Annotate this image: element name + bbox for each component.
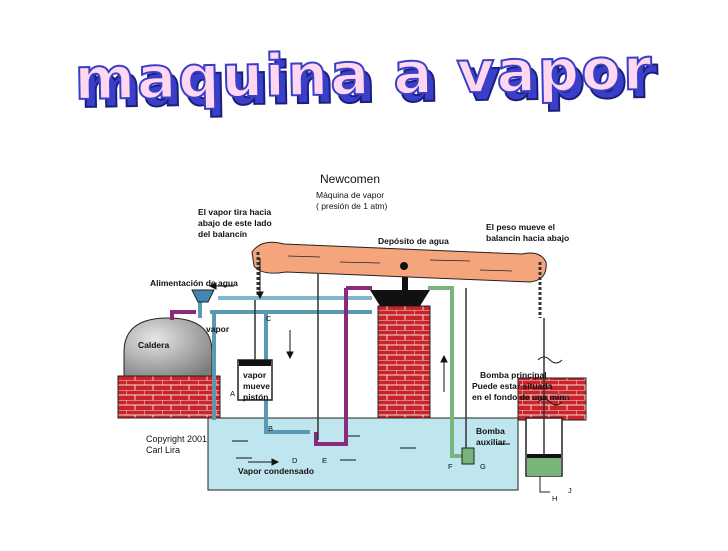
piston-line2: mueve (243, 381, 270, 391)
condensate-pipe (314, 286, 372, 446)
aux-pump-line1: Bomba (476, 426, 505, 436)
letter-c: C (266, 314, 272, 323)
boiler-label: Caldera (138, 340, 170, 350)
subheading-line1: Máquina de vapor (316, 190, 385, 200)
page-title: maquina a vapor (73, 34, 655, 114)
copyright-line1: Copyright 2001 (146, 434, 208, 444)
aux-pump-pipe (428, 286, 470, 458)
subheading-line2: ( presión de 1 atm) (316, 201, 388, 211)
letter-a: A (230, 389, 236, 398)
letter-j: J (568, 486, 572, 495)
aux-pump (461, 447, 475, 465)
feed-water-label: Alimentación de agua (150, 278, 238, 288)
feed-funnel (191, 289, 215, 303)
letter-h: H (552, 494, 558, 503)
copyright-line2: Carl Lira (146, 445, 181, 455)
vapor-label: vapor (206, 324, 230, 334)
condensed-steam-label: Vapor condensado (238, 466, 315, 476)
letter-b: B (268, 424, 274, 433)
piston-line3: pistón (243, 392, 269, 402)
main-pump-line1: Bomba principal (480, 370, 547, 380)
water-tank (370, 290, 430, 306)
mine-brick-wall (517, 377, 587, 421)
piston (239, 360, 271, 366)
main-pump-line3: en el fondo de una mina (472, 392, 570, 402)
steam-cylinder (237, 359, 273, 401)
steam-pull-line1: El vapor tira hacia (198, 207, 272, 217)
steam-pull-line3: del balancín (198, 229, 248, 239)
letter-e: E (322, 456, 328, 465)
heading-label: Newcomen (320, 172, 381, 186)
water-tank-label: Depósito de agua (378, 236, 449, 246)
rocking-beam (251, 241, 547, 283)
boiler-brickwork (117, 375, 221, 419)
boiler-feed-pipe (170, 310, 196, 320)
aux-pump-line2: auxiliar (476, 437, 506, 447)
letter-f: F (448, 462, 453, 471)
weight-line1: El peso mueve el (486, 222, 555, 232)
brick-pillar (377, 305, 431, 419)
main-pump-line2: Puede estar situada (472, 381, 553, 391)
piston-line1: vapor (243, 370, 267, 380)
steam-pull-line2: abajo de este lado (198, 218, 272, 228)
letter-d: D (292, 456, 298, 465)
boiler-dome (123, 317, 213, 377)
weight-line2: balancín hacia abajo (486, 233, 570, 243)
title-wordart: maquina a vapor maquina a vapor (0, 34, 728, 122)
letter-g: G (480, 462, 486, 471)
steam-pipe (198, 302, 372, 434)
